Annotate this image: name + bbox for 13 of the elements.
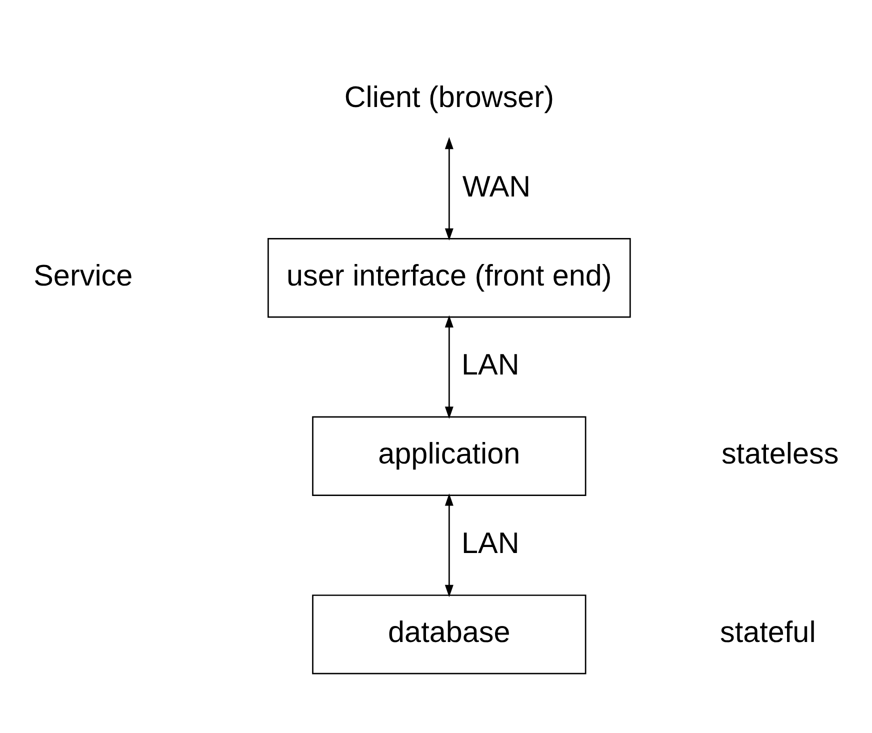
arrow <box>444 314 454 418</box>
node-box: user interface (front end) <box>268 238 631 318</box>
arrow <box>444 136 454 240</box>
node-box: database <box>312 594 586 674</box>
edge-label: LAN <box>462 348 520 382</box>
edge-label: LAN <box>462 526 520 560</box>
arrow <box>444 493 454 597</box>
label: Service <box>34 258 133 292</box>
node-box: application <box>312 416 586 496</box>
node-text: Client (browser) <box>344 80 554 114</box>
edge-label: WAN <box>462 170 531 203</box>
label: stateful <box>720 615 816 648</box>
label: stateless <box>721 437 839 470</box>
